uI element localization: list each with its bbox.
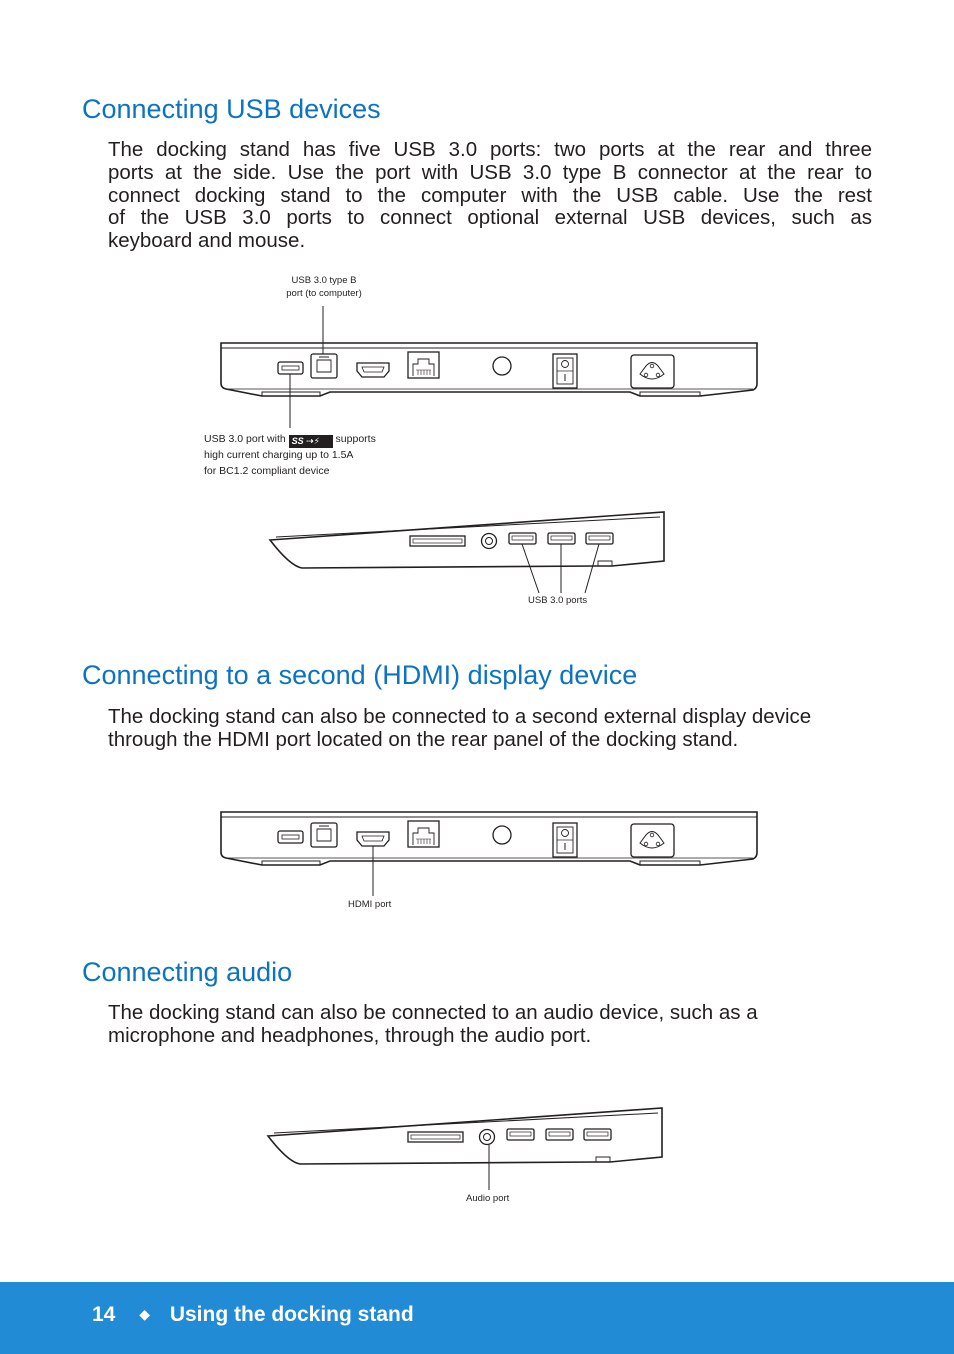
- label-line: USB 3.0 type B: [291, 275, 357, 286]
- label-line: high current charging up to 1.5A: [204, 449, 354, 461]
- body-line: The docking stand has five USB 3.0 ports…: [108, 138, 872, 161]
- label-line: for BC1.2 compliant device: [204, 464, 330, 477]
- side-panel-figure-audio: [267, 1107, 663, 1190]
- body-line: keyboard and mouse.: [108, 229, 306, 253]
- label-line: port (to computer): [286, 288, 362, 299]
- label-line: USB 3.0 port with SS ⇢⚡ supports: [204, 432, 376, 448]
- callout-line: [521, 543, 540, 594]
- usb-type-b-label: USB 3.0 type B port (to computer): [270, 274, 378, 300]
- section-body-usb: The docking stand has five USB 3.0 ports…: [108, 138, 872, 253]
- section-body-audio: The docking stand can also be connected …: [108, 1001, 758, 1047]
- label-suffix: supports: [335, 433, 376, 445]
- section-title-usb: Connecting USB devices: [82, 94, 381, 124]
- hdmi-port-label: HDMI port: [348, 899, 392, 910]
- rear-panel-figure-usb: [220, 306, 758, 428]
- page-number: 14: [92, 1303, 116, 1326]
- label-prefix: USB 3.0 port with: [204, 433, 286, 445]
- section-body-hdmi: The docking stand can also be connected …: [108, 705, 812, 751]
- superspeed-charging-logo-icon: SS ⇢⚡: [288, 435, 333, 448]
- section-title-audio: Connecting audio: [82, 957, 293, 987]
- body-line: connect docking stand to the computer wi…: [108, 183, 872, 207]
- section-title-hdmi: Connecting to a second (HDMI) display de…: [82, 660, 638, 690]
- diamond-separator-icon: ◆: [139, 1306, 150, 1322]
- logo-text: SS: [291, 436, 304, 446]
- body-line: ports at the side. Use the port with USB…: [108, 160, 872, 184]
- rear-panel-figure-hdmi: [220, 811, 758, 896]
- page-footer: 14 ◆ Using the docking stand: [0, 1282, 954, 1354]
- usb-charging-label: USB 3.0 port with SS ⇢⚡ supports high cu…: [204, 432, 376, 479]
- audio-port-label: Audio port: [466, 1193, 510, 1204]
- side-panel-figure-usb: [269, 511, 665, 594]
- body-line: of the USB 3.0 ports to connect optional…: [108, 206, 872, 230]
- callout-line: [584, 543, 600, 594]
- footer-section-title: Using the docking stand: [169, 1303, 414, 1326]
- footer-content: 14 ◆ Using the docking stand: [92, 1299, 414, 1330]
- usb-ports-label: USB 3.0 ports: [528, 595, 588, 606]
